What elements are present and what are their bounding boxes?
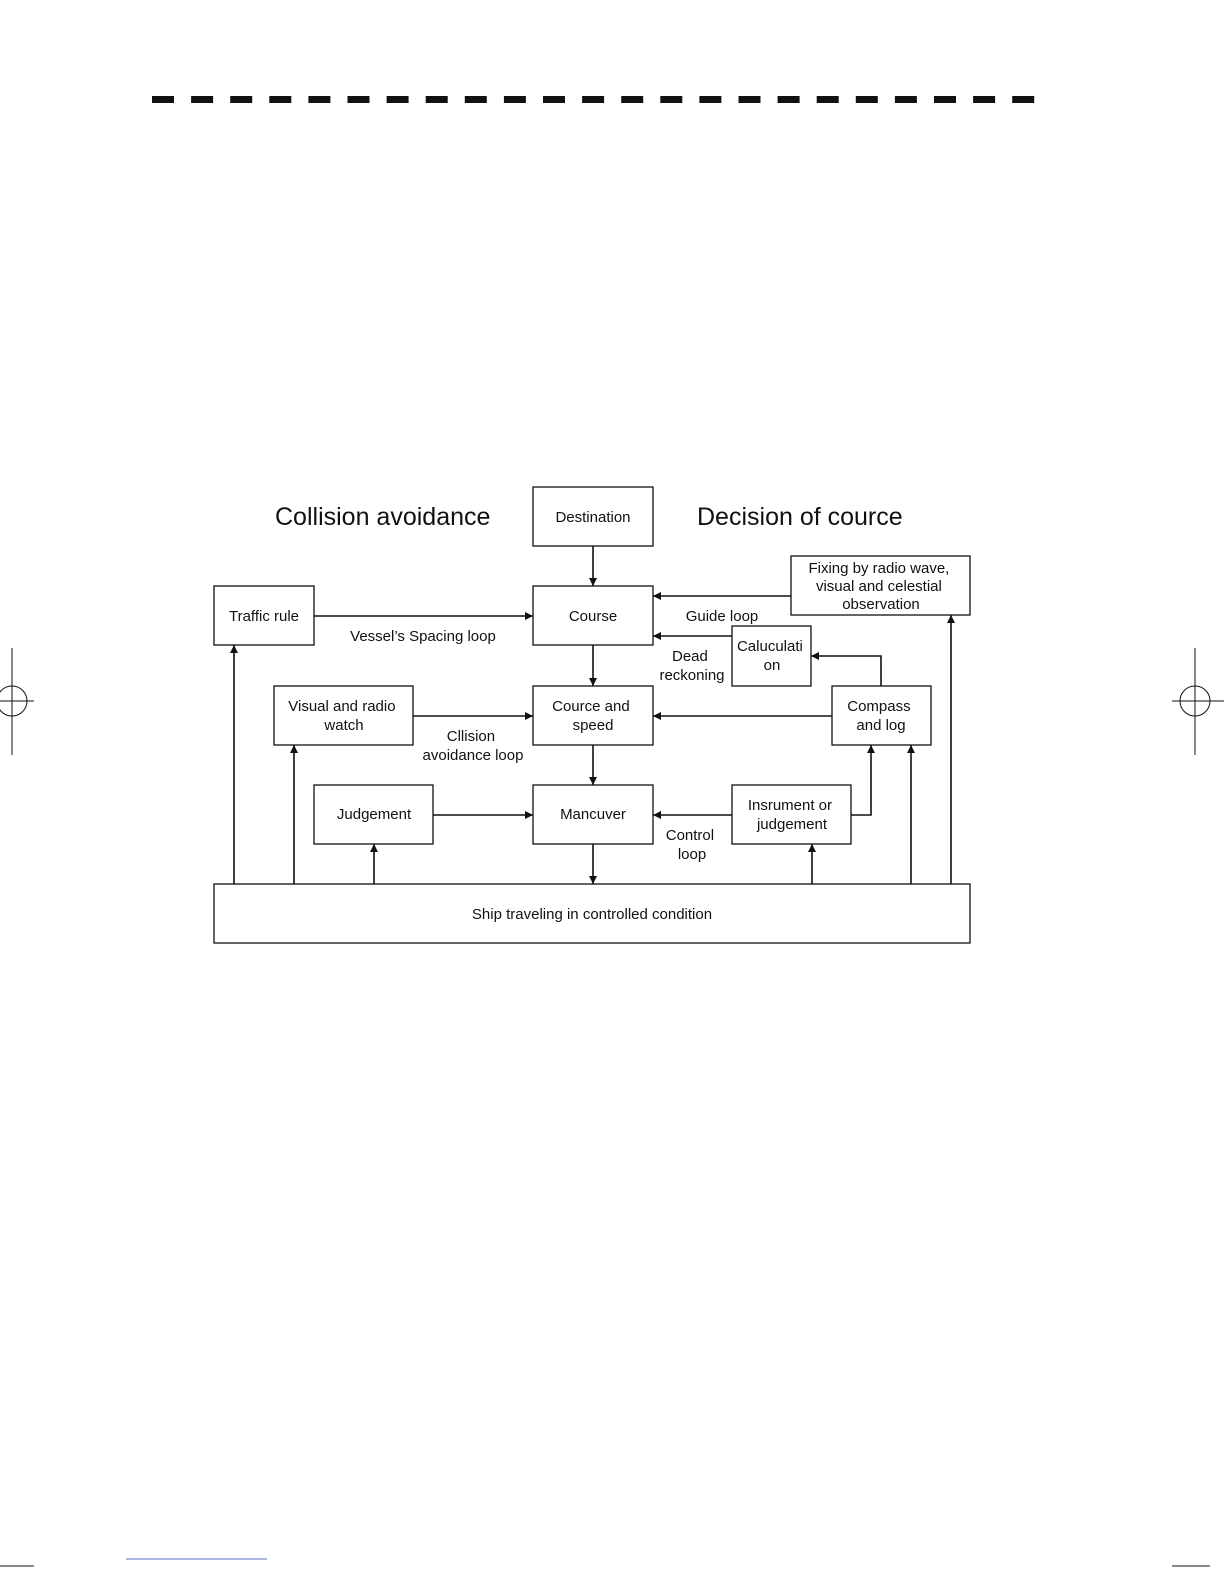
dash-segment [543,96,565,103]
dash-segment [816,96,839,103]
heading-decision-of-course: Decision of cource [697,503,903,531]
dash-segment [152,96,174,103]
node-instrument-or-judgement: Insrument or judgement [731,784,852,845]
label-control-loop-line-1: Control [666,827,714,844]
node-fixing: Fixing by radio wave, visual and celesti… [790,555,971,616]
svg-text:Compass and log: Compass and log [847,698,915,734]
dash-segment [425,96,448,103]
node-instrument-or-judgement-line-2: judgement [756,816,828,833]
header-dashed-rule [152,96,1035,103]
node-judgement-line: Judgement [337,806,412,823]
node-traffic-rule: Traffic rule [213,585,315,646]
label-dead-reckoning-line-2: reckoning [659,667,724,684]
node-fixing-line-2: visual and celestial [816,578,942,595]
svg-text:Mancuver: Mancuver [560,806,626,823]
dash-segment [699,96,722,103]
svg-text:Ship traveling in controlled c: Ship traveling in controlled condition [472,906,712,923]
node-traffic-rule-line: Traffic rule [229,608,299,625]
label-guide-loop: Guide loop [686,608,759,625]
node-visual-radio-watch-line-2: watch [323,717,363,734]
label-guide-loop-line: Guide loop [686,608,759,625]
node-calculation-line-1: Caluculati [737,638,803,655]
dash-segment [973,96,996,103]
label-dead-reckoning-line-1: Dead [672,648,708,665]
svg-text:Visual and radio watch: Visual and radio watch [288,698,399,734]
svg-text:Destination: Destination [555,509,630,526]
edge-instrument-to-compass [851,745,875,816]
node-compass-and-log-line-1: Compass [847,698,910,715]
label-dead-reckoning: Dead reckoning [659,648,724,684]
node-visual-radio-watch: Visual and radio watch [273,685,414,746]
dash-segment [464,96,487,103]
dash-segment [269,96,292,103]
node-compass-and-log: Compass and log [831,685,932,746]
node-maneuver-line: Mancuver [560,806,626,823]
node-course-and-speed: Cource and speed [532,685,654,746]
node-destination-line: Destination [555,509,630,526]
dash-segment [1012,96,1035,103]
node-calculation: Caluculati on [731,625,812,687]
node-calculation-line-2: on [764,657,781,674]
svg-text:Course: Course [569,608,617,625]
registration-mark-right [1172,648,1224,755]
label-control-loop-line-2: loop [678,846,706,863]
dash-segment [347,96,370,103]
label-collision-avoidance-loop: Cllision avoidance loop [423,728,524,764]
dash-segment [191,96,214,103]
dash-segment [777,96,800,103]
node-fixing-line-1: Fixing by radio wave, [808,560,949,577]
node-ship-traveling: Ship traveling in controlled condition [213,883,971,944]
svg-text:Judgement: Judgement [337,806,412,823]
node-course-and-speed-line-1: Cource and [552,698,630,715]
dash-segment [934,96,956,103]
node-destination: Destination [532,486,654,547]
svg-text:Traffic rule: Traffic rule [229,608,299,625]
dash-segment [660,96,683,103]
node-ship-traveling-line: Ship traveling in controlled condition [472,906,712,923]
node-compass-and-log-line-2: and log [856,717,905,734]
node-visual-radio-watch-line-1: Visual and radio [288,698,395,715]
node-course-and-speed-line-2: speed [573,717,614,734]
node-judgement: Judgement [313,784,434,845]
label-collision-avoidance-loop-line-2: avoidance loop [423,747,524,764]
node-instrument-or-judgement-line-1: Insrument or [748,797,832,814]
heading-collision-avoidance: Collision avoidance [275,503,490,531]
label-vessel-spacing-loop: Vessel’s Spacing loop [350,628,496,645]
label-vessel-spacing-loop-line: Vessel’s Spacing loop [350,628,496,645]
dash-segment [582,96,605,103]
node-maneuver: Mancuver [532,784,654,845]
node-course-line: Course [569,608,617,625]
label-collision-avoidance-loop-line-1: Cllision [447,728,495,745]
node-course: Course [532,585,654,646]
edge-compass-to-calculation [811,652,882,686]
node-fixing-line-3: observation [842,596,920,613]
svg-text:Fixing by radio wave, vi: Fixing by radio wave, visual and celesti… [808,560,953,613]
dash-segment [308,96,331,103]
svg-text:Caluculati on: Caluculati on [737,638,807,674]
dash-segment [738,96,761,103]
label-control-loop: Control loop [666,827,719,863]
dash-segment [894,96,917,103]
dash-segment [230,96,253,103]
svg-text:Insrument or judgement: Insrument or judgement [748,797,836,833]
dash-segment [503,96,526,103]
svg-text:Cource and speed: Cource and speed [552,698,634,734]
connectors [230,546,955,884]
registration-mark-left [0,648,34,755]
dash-segment [855,96,878,103]
dash-segment [621,96,644,103]
dash-segment [386,96,409,103]
